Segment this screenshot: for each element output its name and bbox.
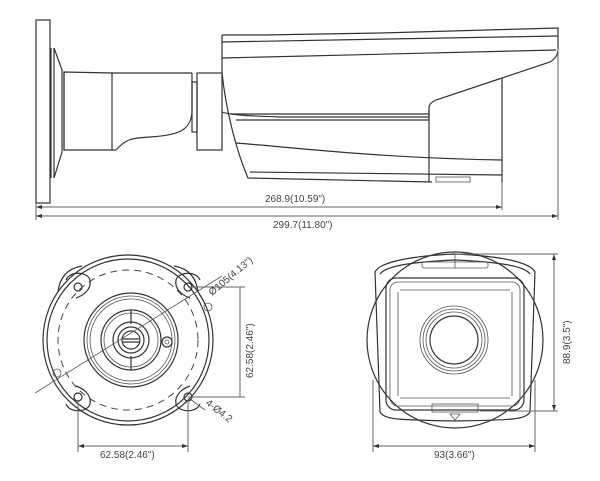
- dim-overall-length-label: 299.7(11.80"): [273, 220, 333, 231]
- dim-width-label: 93(3.66"): [434, 450, 475, 461]
- front-dimensions: [372, 253, 558, 452]
- dim-body-length-label: 268.9(10.59"): [265, 194, 325, 205]
- side-dimensions: [35, 48, 559, 220]
- dim-height-label: 88.9(3.5"): [562, 320, 573, 364]
- sun-shield: [374, 253, 536, 422]
- dim-diameter-label: Ø105(4.13"): [207, 255, 256, 298]
- bottom-latch: [435, 176, 471, 183]
- dim-hole-spacing-vertical-label: 62.58(2.46"): [245, 323, 256, 378]
- side-view: 268.9(10.59") 299.7(11.80"): [35, 19, 559, 231]
- wall-plate: [35, 19, 51, 204]
- camera-body: [221, 27, 559, 183]
- logo-plate: [431, 403, 479, 413]
- swivel-joint: [196, 72, 223, 151]
- dim-hole-spacing-horizontal-label: 62.58(2.46"): [100, 450, 155, 461]
- mount-dimensions: [77, 286, 245, 452]
- diameter-leader: [34, 275, 223, 394]
- camera-lens: [419, 305, 489, 375]
- dim-holes-label: 4-Ø4.2: [203, 398, 234, 426]
- front-view: 88.9(3.5") 93(3.66"): [366, 251, 573, 461]
- mount-base-view: Ø105(4.13") 62.58(2.46") 4-Ø4.2 62.58(2.…: [34, 254, 256, 461]
- mount-arm: [63, 71, 113, 151]
